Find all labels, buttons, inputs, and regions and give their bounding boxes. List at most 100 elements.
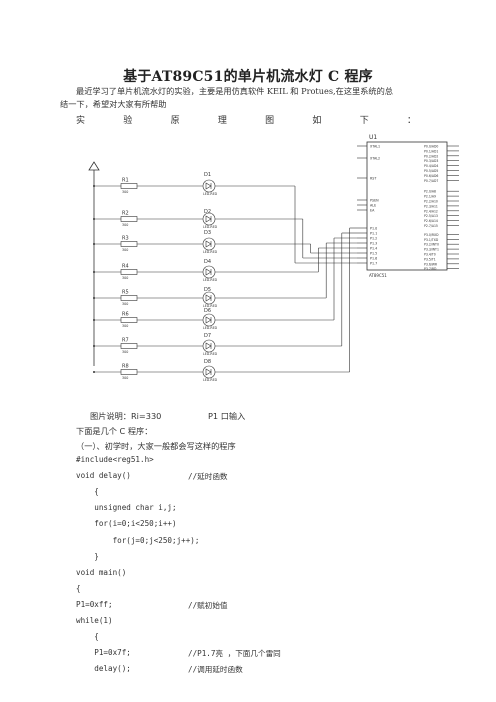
chip-pin-label: P2.6/A14 bbox=[424, 219, 438, 223]
resistor-label: R8 bbox=[122, 364, 129, 370]
code-text: for(j=0;j<250;j++); bbox=[76, 535, 200, 545]
led-diode bbox=[202, 265, 216, 279]
caption-label: 图片说明：Ri=330 bbox=[90, 411, 162, 421]
code-text: { bbox=[76, 487, 99, 497]
led-diode bbox=[202, 179, 216, 193]
resistor-label: R1 bbox=[122, 178, 129, 184]
code-line: delay();//调用延时函数 bbox=[76, 664, 242, 674]
code-text: P1=0xff; bbox=[76, 599, 113, 609]
chip-pin-label: P1.0 bbox=[370, 227, 377, 231]
resistor-value: 300 bbox=[122, 350, 128, 354]
resistor-label: R5 bbox=[122, 290, 129, 296]
resistor-value: 300 bbox=[122, 276, 128, 280]
code-text: for(i=0;i<250;i++) bbox=[76, 519, 177, 529]
chip-pin-label: P2.1/A9 bbox=[424, 195, 436, 199]
code-text: unsigned char i,j; bbox=[76, 503, 177, 513]
chip-pin-label: P3.4/T0 bbox=[424, 253, 436, 257]
code-text: delay(); bbox=[76, 664, 131, 674]
heading-char: 图 bbox=[265, 116, 275, 126]
diode-triangle bbox=[205, 316, 212, 324]
junction-dot bbox=[93, 319, 95, 321]
led-label: D8 bbox=[204, 359, 211, 365]
led-part: LED-RED bbox=[203, 192, 218, 196]
code-text: P1=0x7f; bbox=[76, 648, 131, 658]
chip-pin-label: P3.3/INT1 bbox=[424, 248, 439, 252]
code-line: unsigned char i,j; bbox=[76, 503, 177, 513]
led-label: D4 bbox=[204, 259, 211, 265]
junction-dot bbox=[93, 297, 95, 299]
led-label: D6 bbox=[204, 308, 211, 314]
resistor-value: 300 bbox=[122, 223, 128, 227]
code-line: { bbox=[76, 487, 99, 496]
led-label: D7 bbox=[204, 333, 211, 339]
resistor-label: R7 bbox=[122, 338, 129, 344]
code-line: for(j=0;j<250;j++); bbox=[76, 535, 200, 545]
chip-pin-label: P1.7 bbox=[370, 262, 377, 266]
chip-label: U1 bbox=[369, 134, 377, 141]
mcu-chip: U1 AT89C51 XTAL1XTAL2RSTPSENALEEAP1.0P1.… bbox=[357, 134, 459, 278]
led-label: D5 bbox=[204, 287, 211, 293]
code-line: for(i=0;i<250;i++) bbox=[76, 519, 177, 529]
resistor bbox=[120, 317, 138, 323]
resistor bbox=[120, 241, 138, 247]
intro-paragraph: 最近学习了单片机流水灯的实验，主要是用仿真软件 KEIL 和 Protues,在… bbox=[60, 85, 406, 111]
led-part: LED-RED bbox=[203, 326, 218, 330]
chip-pin-label: P2.2/A10 bbox=[424, 200, 438, 204]
code-text: { bbox=[76, 583, 81, 593]
chip-pin-label: XTAL1 bbox=[370, 145, 380, 149]
chip-pin-label: P1.1 bbox=[370, 232, 377, 236]
code-line: #include<reg51.h> bbox=[76, 455, 154, 464]
led-part: LED-RED bbox=[203, 378, 218, 382]
chip-pin-label: P0.3/AD3 bbox=[424, 159, 438, 163]
led-part: LED-RED bbox=[203, 250, 218, 254]
diode-triangle bbox=[205, 368, 212, 376]
led-label: D3 bbox=[204, 230, 211, 236]
resistor-label: R2 bbox=[122, 211, 129, 217]
diode-triangle bbox=[205, 342, 212, 350]
chip-part: AT89C51 bbox=[369, 273, 387, 278]
chip-pin-label: P3.5/T1 bbox=[424, 257, 436, 261]
chip-pin-label: P0.6/AD6 bbox=[424, 174, 438, 178]
resistor bbox=[120, 183, 138, 189]
code-text: #include<reg51.h> bbox=[76, 455, 154, 464]
diode-triangle bbox=[205, 215, 212, 223]
led-part: LED-RED bbox=[203, 352, 218, 356]
chip-pin-label: P1.3 bbox=[370, 242, 377, 246]
led-part: LED-RED bbox=[203, 225, 218, 229]
junction-dot bbox=[93, 185, 95, 187]
chip-pin-label: XTAL2 bbox=[370, 157, 380, 161]
chip-pin-label: P0.5/AD5 bbox=[424, 169, 438, 173]
chip-pin-label: P2.5/A13 bbox=[424, 214, 438, 218]
heading-char: 下 bbox=[359, 116, 369, 126]
code-line: while(1) bbox=[76, 616, 113, 625]
power-symbol bbox=[88, 161, 100, 176]
chip-pin-label: ALE bbox=[370, 204, 376, 208]
resistor-value: 300 bbox=[122, 376, 128, 380]
document-title: 基于AT89C51的单片机流水灯 C 程序 bbox=[123, 69, 373, 85]
code-text: { bbox=[76, 632, 99, 642]
chip-pin-label: PSEN bbox=[370, 199, 379, 203]
resistor-label: R6 bbox=[122, 312, 129, 318]
chip-pin-label: P1.2 bbox=[370, 237, 377, 241]
code-line: P1=0x7f;//P1.7亮 ，下面几个雷同 bbox=[76, 648, 280, 658]
chip-pin-label: P3.6/WR bbox=[424, 262, 438, 266]
chip-pin-label: P3.1/TXD bbox=[424, 238, 439, 242]
chip-pin-label: P3.7/RD bbox=[424, 267, 437, 271]
junction-dot bbox=[93, 218, 95, 220]
code-text: void delay() bbox=[76, 471, 131, 481]
led-diode bbox=[202, 291, 216, 305]
code-text: void main() bbox=[76, 567, 127, 577]
chip-pin-label: P1.6 bbox=[370, 257, 377, 261]
schematic-heading: 实 验 原 理 图 如 下 ： bbox=[76, 113, 416, 126]
diode-triangle bbox=[205, 182, 212, 190]
heading-char: 原 bbox=[170, 116, 180, 126]
heading-char: 实 bbox=[76, 116, 86, 126]
resistor-value: 300 bbox=[122, 190, 128, 194]
resistor bbox=[120, 343, 138, 349]
chip-pin-label: P0.7/AD7 bbox=[424, 179, 438, 183]
chip-pin-label: P1.5 bbox=[370, 252, 377, 256]
